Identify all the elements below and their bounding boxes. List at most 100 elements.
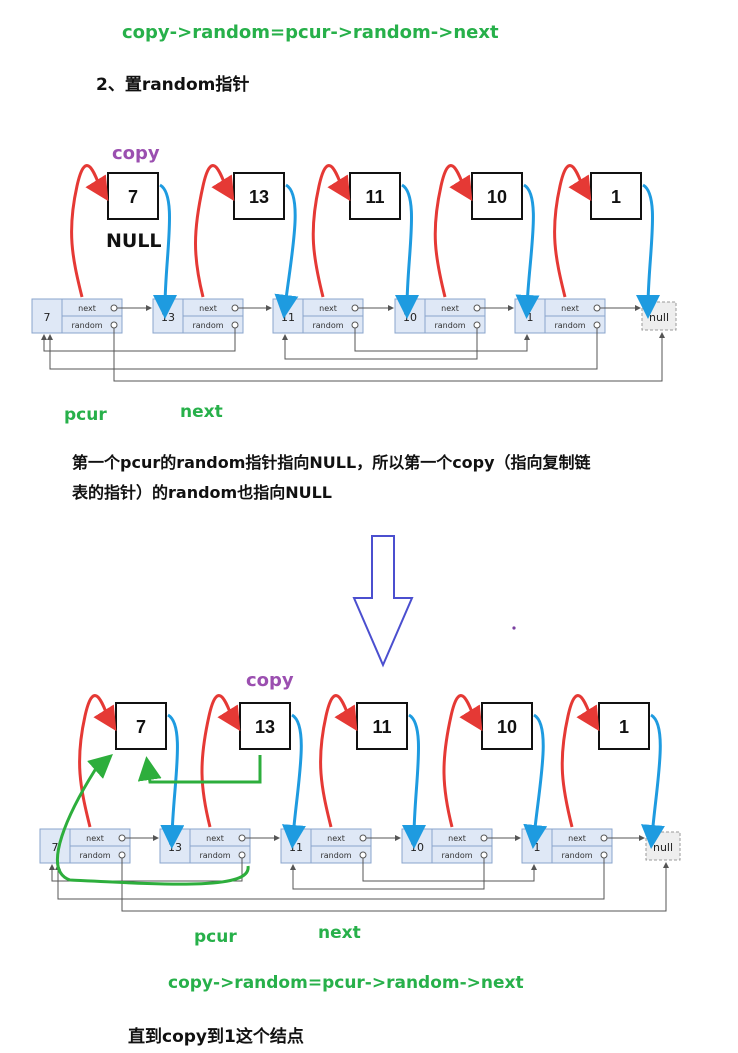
random-link	[362, 858, 537, 882]
next-field-label: next	[327, 834, 345, 843]
next-pointer-dot	[473, 304, 481, 312]
random-field-label: random	[192, 321, 223, 330]
random-pointer-dot	[473, 321, 481, 329]
next-pointer-dot	[118, 834, 126, 842]
explanation-line-1: 第一个pcur的random指针指向NULL，所以第一个copy（指向复制链	[72, 453, 591, 472]
red-next-arrow	[560, 694, 600, 828]
random-pointer-dot	[480, 851, 488, 859]
red-next-arrow	[442, 694, 483, 828]
random-link	[49, 858, 243, 882]
red-next-arrow	[311, 164, 351, 298]
next-field-label: next	[568, 834, 586, 843]
next-field-label: next	[448, 834, 466, 843]
next-field-label: next	[561, 304, 579, 313]
blue-copy-arrow	[636, 183, 661, 319]
next-pointer-dot	[351, 304, 359, 312]
blue-copy-arrow	[281, 713, 306, 849]
pcur-label-2: pcur	[194, 927, 237, 947]
random-link	[41, 328, 236, 352]
random-link	[113, 328, 665, 382]
list-node-value: 7	[44, 311, 51, 324]
copy-node-value: 11	[365, 187, 384, 207]
random-pointer-dot	[600, 851, 608, 859]
pcur-label-1: pcur	[64, 405, 107, 425]
null-node-label: null	[653, 841, 673, 854]
red-next-arrow	[553, 164, 592, 298]
next-field-label: next	[199, 304, 217, 313]
list-node-value: 11	[281, 311, 295, 324]
random-link	[55, 858, 605, 900]
copy-node-box	[233, 172, 285, 220]
red-next-arrow	[433, 164, 473, 298]
next-pointer-dot	[238, 834, 246, 842]
random-link	[282, 328, 478, 360]
copy-node-value: 10	[497, 717, 517, 737]
next-pointer-dot	[600, 834, 608, 842]
explanation-line-2: 表的指针）的random也指向NULL	[72, 483, 332, 502]
blue-copy-arrow	[523, 713, 548, 849]
copy-node-value: 13	[255, 717, 275, 737]
random-field-label: random	[434, 321, 465, 330]
next-field-label: next	[319, 304, 337, 313]
next-field-label: next	[78, 304, 96, 313]
random-pointer-dot	[118, 851, 126, 859]
blue-copy-arrow	[160, 713, 185, 849]
copy-node-box	[115, 702, 167, 750]
next-pointer-dot	[480, 834, 488, 842]
random-link	[121, 858, 669, 912]
random-field-label: random	[71, 321, 102, 330]
copy-node-box	[239, 702, 291, 750]
random-pointer-dot	[351, 321, 359, 329]
next-label-1: next	[180, 402, 223, 422]
random-field-label: random	[312, 321, 343, 330]
red-next-arrow	[200, 694, 241, 828]
list-node-value: 10	[410, 841, 424, 854]
red-next-arrow	[194, 164, 235, 298]
copy-node-value: 10	[487, 187, 507, 207]
random-field-label: random	[79, 851, 110, 860]
null-label: NULL	[106, 230, 162, 252]
copy-node-value: 11	[372, 717, 391, 737]
next-field-label: next	[86, 834, 104, 843]
down-arrow-icon	[352, 535, 414, 668]
red-next-arrow	[70, 164, 109, 298]
copy-pointer-label-1: copy	[112, 143, 160, 164]
code-top: copy->random=pcur->random->next	[122, 22, 499, 43]
random-field-label: random	[441, 851, 472, 860]
next-label-2: next	[318, 923, 361, 943]
code-bottom: copy->random=pcur->random->next	[168, 973, 524, 993]
list-node-value: 7	[52, 841, 59, 854]
list-node-value: 13	[168, 841, 182, 854]
random-link	[290, 858, 485, 890]
copy-node-box	[356, 702, 408, 750]
next-field-label: next	[441, 304, 459, 313]
list-node-value: 1	[527, 311, 534, 324]
explanation-text: 第一个pcur的random指针指向NULL，所以第一个copy（指向复制链 表…	[72, 448, 732, 508]
step-title: 2、置random指针	[96, 75, 250, 95]
copy-node-value: 7	[128, 187, 138, 207]
red-next-arrow	[319, 694, 358, 828]
green-random-arrow	[137, 755, 262, 784]
copy-pointer-label-2: copy	[246, 670, 294, 691]
random-pointer-dot	[593, 321, 601, 329]
next-pointer-dot	[593, 304, 601, 312]
blue-copy-arrow	[395, 183, 420, 319]
copy-node-value: 1	[611, 187, 621, 207]
next-field-label: next	[206, 834, 224, 843]
random-field-label: random	[199, 851, 230, 860]
blue-copy-arrow	[515, 183, 540, 319]
random-field-label: random	[554, 321, 585, 330]
copy-node-value: 1	[619, 717, 629, 737]
blue-copy-arrow	[274, 183, 299, 319]
list-node-value: 11	[289, 841, 303, 854]
green-random-arrow	[55, 754, 250, 886]
next-pointer-dot	[359, 834, 367, 842]
stray-dot	[512, 626, 516, 630]
red-next-arrow	[78, 694, 117, 828]
blue-copy-arrow	[640, 713, 665, 849]
copy-node-box	[598, 702, 650, 750]
random-field-label: random	[320, 851, 351, 860]
